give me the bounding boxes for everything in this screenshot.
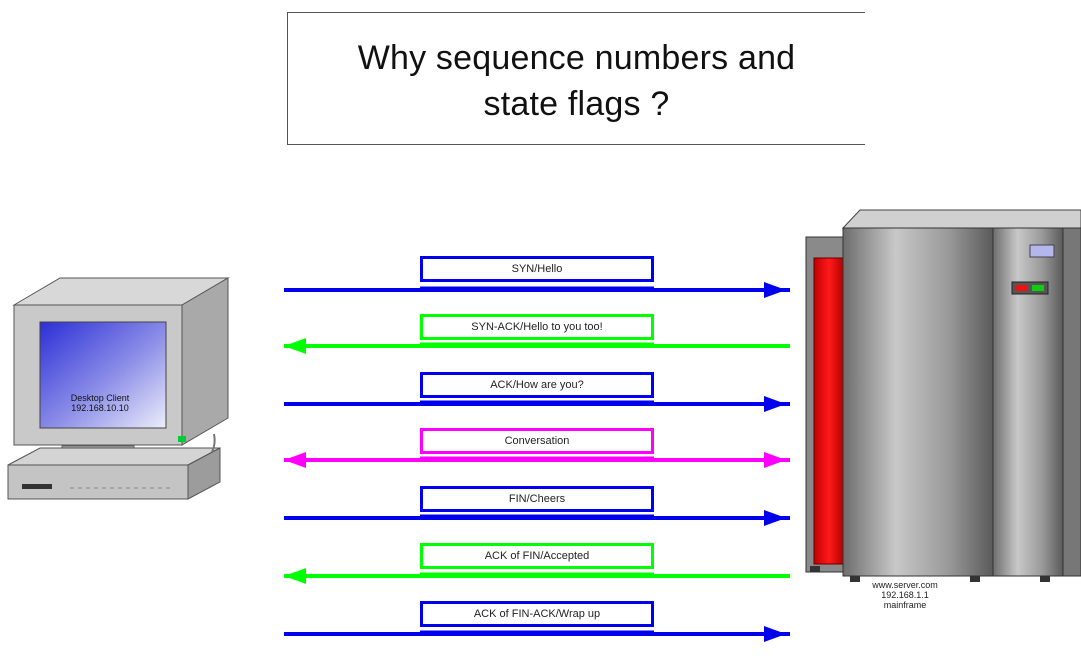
message-arrow-2 — [284, 396, 790, 412]
client-label-line-1: Desktop Client — [70, 393, 130, 403]
message-label-5: ACK of FIN/Accepted — [420, 543, 654, 569]
server-label: www.server.com 192.168.1.1 mainframe — [860, 580, 950, 610]
server-label-line-1: www.server.com — [872, 580, 938, 590]
message-arrow-0 — [284, 282, 790, 298]
title-box: Why sequence numbers and state flags ? — [287, 12, 865, 145]
arrowhead-6-right — [764, 626, 786, 642]
message-arrow-6 — [284, 626, 790, 642]
message-label-6: ACK of FIN-ACK/Wrap up — [420, 601, 654, 627]
arrowhead-1-left — [284, 338, 306, 354]
message-arrow-3 — [284, 452, 790, 468]
arrowhead-3-left — [284, 452, 306, 468]
client-label-line-2: 192.168.10.10 — [71, 403, 129, 413]
title-line-1: Why sequence numbers and — [357, 39, 796, 77]
mainframe-server-icon — [805, 209, 1081, 582]
arrowhead-0-right — [764, 282, 786, 298]
message-label-1: SYN-ACK/Hello to you too! — [420, 314, 654, 340]
client-label: Desktop Client 192.168.10.10 — [60, 393, 140, 413]
desktop-computer-icon — [7, 277, 230, 500]
arrowhead-2-right — [764, 396, 786, 412]
arrowhead-4-right — [764, 510, 786, 526]
message-label-0: SYN/Hello — [420, 256, 654, 282]
message-label-4: FIN/Cheers — [420, 486, 654, 512]
arrowhead-3-right — [764, 452, 786, 468]
message-label-3: Conversation — [420, 428, 654, 454]
message-arrow-5 — [284, 568, 790, 584]
title-line-2: state flags ? — [483, 85, 670, 123]
message-arrow-1 — [284, 338, 790, 354]
server-label-line-2: 192.168.1.1 — [881, 590, 929, 600]
message-label-2: ACK/How are you? — [420, 372, 654, 398]
message-arrow-4 — [284, 510, 790, 526]
server-label-line-3: mainframe — [883, 600, 927, 610]
arrowhead-5-left — [284, 568, 306, 584]
